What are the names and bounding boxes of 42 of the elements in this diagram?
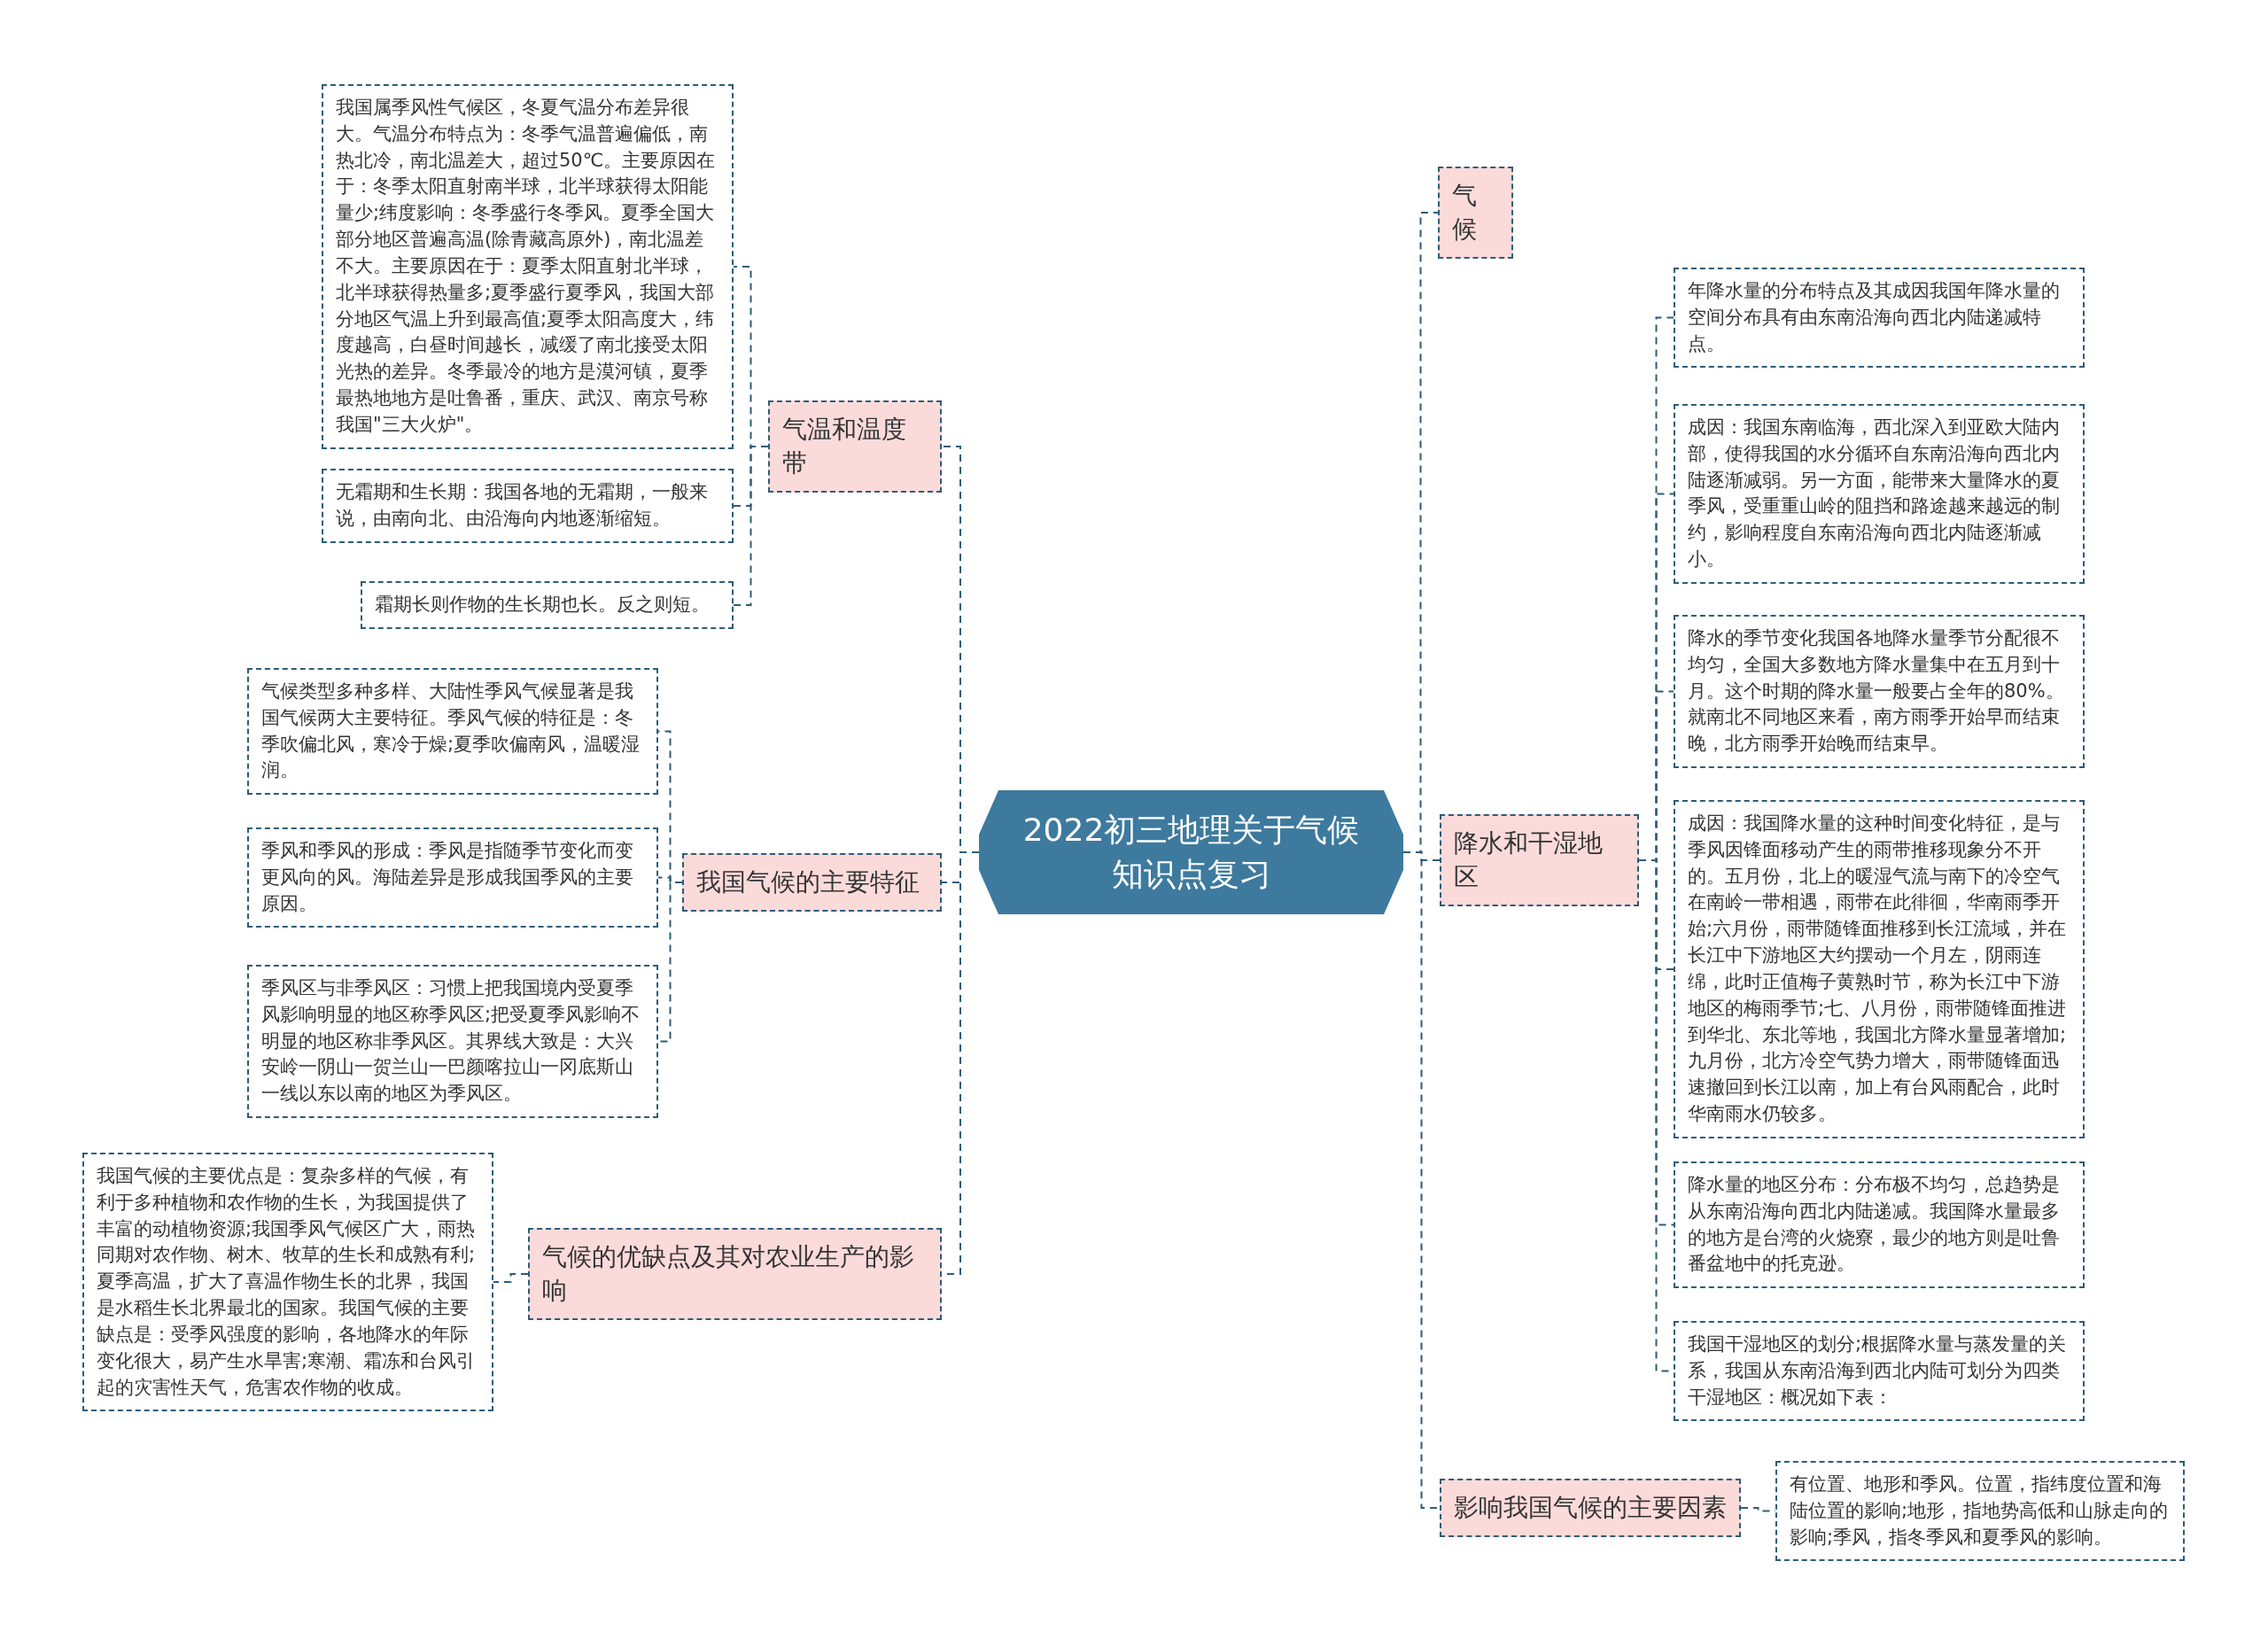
- branch-box: [1440, 814, 1639, 906]
- node-text: 降水的季节变化我国各地降水量季节分配很不均匀，全国大多数地方降水量集中在五月到十月。这个时期的降水量一般要占全年的80%。就南北不同地区来看，南方雨季开始早而结束晚，北方雨季开始晚而结束早。: [1688, 626, 2065, 757]
- note-box: [1674, 615, 2085, 769]
- branch-box: [528, 1228, 942, 1320]
- node-text: 我国气候的主要特征: [696, 866, 920, 898]
- note-box: [247, 668, 658, 796]
- node-text: 气候类型多种多样、大陆性季风气候显著是我国气候两大主要特征。季风气候的特征是：冬季吹偏北风，寒冷于燥;夏季吹偏南风，温暖湿润。: [261, 680, 641, 783]
- branch-box: [1438, 167, 1513, 259]
- node-text: 有位置、地形和季风。位置，指纬度位置和海陆位置的影响;地形，指地势高低和山脉走向的影响;季风，指冬季风和夏季风的影响。: [1790, 1472, 2170, 1550]
- node-text: 成因：我国降水量的这种时间变化特征，是与季风因锋面移动产生的雨带推移现象分不开的。五月份，北上的暖湿气流与南下的冷空气在南岭一带相遇，雨带在此徘徊，华南雨季开始;六月份，雨带随锋面推移到长江流域，并在长江中下游地区大约摆动一个月左，阴雨连绵，此时正值梅子黄熟时节，称为长江中下游地区的梅雨季节;七、八月份，雨带随锋面推进到华北、东北等地，我国北方降水量显著增加;九月份，北方冷空气势力增大，雨带随锋面迅速撤回到长江以南，加上有台风雨配合，此时华南雨水仍较多。: [1688, 812, 2068, 1126]
- node-text: 季风区与非季风区：习惯上把我国境内受夏季风影响明显的地区称季风区;把受夏季风影响不明显的地区称非季风区。其界线大致是：大兴安岭一阴山一贺兰山一巴颜喀拉山一冈底斯山一线以东以南的地区为季风区。: [261, 976, 641, 1107]
- node-text: 气温和温度带: [782, 414, 907, 479]
- node-text: 霜期长则作物的生长期也长。反之则短。: [375, 593, 711, 617]
- note-box: [1674, 1161, 2085, 1289]
- node-text: 影响我国气候的主要因素: [1454, 1492, 1727, 1524]
- connector-line: [733, 446, 769, 606]
- connector-line: [493, 1273, 529, 1283]
- node-text: 降水和干湿地区: [1454, 827, 1604, 893]
- node-text: 气候: [1452, 180, 1478, 245]
- branch-box: [768, 400, 942, 493]
- node-text: 我国干湿地区的划分;根据降水量与蒸发量的关系，我国从东南沿海到西北内陆可划分为四类干湿地区：概况如下表：: [1688, 1332, 2068, 1410]
- branch-box: [1440, 1479, 1741, 1537]
- note-box: [361, 581, 734, 629]
- note-box: [322, 469, 734, 543]
- branch-box: [682, 853, 942, 912]
- note-box: [247, 827, 658, 928]
- topic-text: 2022初三地理关于气候知识点复习: [1021, 810, 1361, 894]
- node-text: 成因：我国东南临海，西北深入到亚欧大陆内部，使得我国的水分循环自东南沿海向西北内陆逐渐减弱。另一方面，能带来大量降水的夏季风，受重重山岭的阻挡和路途越来越远的制约，影响程度自东南沿海向西北内陆逐渐减小。: [1688, 416, 2061, 572]
- node-text: 年降水量的分布特点及其成因我国年降水量的空间分布具有由东南沿海向西北内陆递减特点。: [1688, 279, 2061, 356]
- node-text: 我国气候的主要优点是：复杂多样的气候，有利于多种植物和农作物的生长，为我国提供了丰富的动植物资源;我国季风气候区广大，雨热同期对农作物、树木、牧草的生长和成熟有利;夏季高温，扩大了喜温作物生长的北界，我国是水稻生长北界最北的国家。我国气候的主要缺点是：受季风强度的影响，各地降水的年际变化很大，易产生水旱害;寒潮、霜冻和台风引起的灾害性天气，危害农作物的收成。: [97, 1164, 477, 1400]
- note-box: [1674, 268, 2085, 369]
- node-text: 无霜期和生长期：我国各地的无霜期，一般来说，由南向北、由沿海向内地逐渐缩短。: [336, 480, 709, 531]
- note-box: [1674, 404, 2085, 584]
- note-box: [1775, 1461, 2185, 1562]
- node-text: 气候的优缺点及其对农业生产的影响: [542, 1241, 915, 1307]
- node-text: 季风和季风的形成：季风是指随季节变化而变更风向的风。海陆差异是形成我国季风的主要原因。: [261, 839, 634, 916]
- note-box: [82, 1153, 493, 1412]
- note-box: [247, 965, 658, 1119]
- topic-hexagon: [979, 790, 1403, 914]
- node-text: 我国属季风性气候区，冬夏气温分布差异很大。气温分布特点为：冬季气温普遍偏低，南热北冷，南北温差大，超过50℃。主要原因在于：冬季太阳直射南半球，北半球获得太阳能量少;纬度影响：冬季盛行冬季风。夏季全国大部分地区普遍高温(除青藏高原外)，南北温差不大。主要原因在于：夏季太阳直射北半球，北半球获得热量多;夏季盛行夏季风，我国大部分地区气温上升到最高值;夏季太阳高度大，纬度越高，白昼时间越长，减缓了南北接受太阳光热的差异。冬季最冷的地方是漠河镇，夏季最热地地方是吐鲁番，重庆、武汉、南京号称我国"三大火炉"。: [336, 96, 717, 437]
- node-text: 降水量的地区分布：分布极不均匀，总趋势是从东南沿海向西北内陆递减。我国降水量最多的地方是台湾的火烧寮，最少的地方则是吐鲁番盆地中的托克逊。: [1688, 1173, 2061, 1277]
- note-box: [1674, 1321, 2085, 1422]
